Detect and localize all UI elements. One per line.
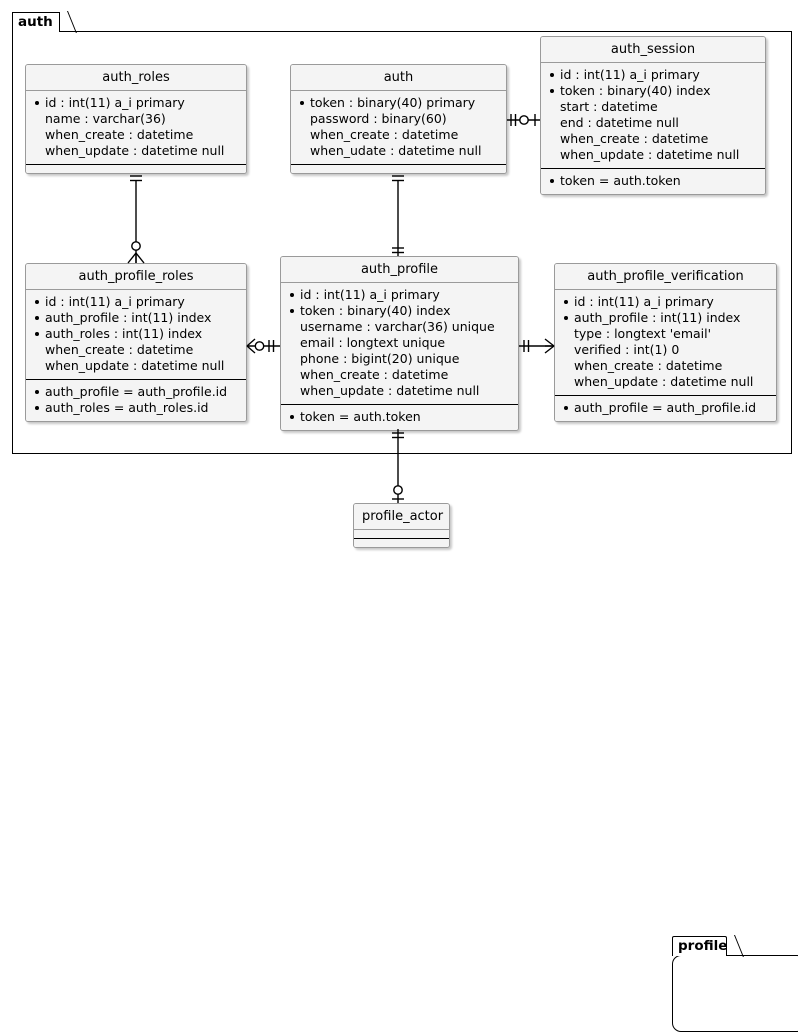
entity-auth-profile-title: auth_profile bbox=[281, 257, 518, 283]
entity-auth-profile-verification-title: auth_profile_verification bbox=[555, 264, 776, 290]
attribute-row: start : datetime bbox=[560, 99, 658, 114]
attribute-row: email : longtext unique bbox=[300, 335, 446, 350]
attribute-row: token : binary(40) index bbox=[548, 83, 758, 99]
entity-auth-attributes: token : binary(40) primary password : bi… bbox=[291, 91, 506, 165]
attribute-row: username : varchar(36) unique bbox=[300, 319, 495, 334]
entity-auth-constraints bbox=[291, 165, 506, 173]
entity-auth[interactable]: auth token : binary(40) primary password… bbox=[290, 64, 507, 174]
attribute-row: when_create : datetime bbox=[574, 358, 723, 373]
attribute-row: when_create : datetime bbox=[310, 127, 459, 142]
entity-auth-session-constraints: token = auth.token bbox=[541, 169, 765, 194]
entity-profile-actor[interactable]: profile_actor bbox=[353, 503, 450, 548]
attribute-row: auth_roles : int(11) index bbox=[33, 326, 239, 342]
entity-auth-roles-constraints bbox=[26, 165, 246, 173]
constraint-row: auth_roles = auth_roles.id bbox=[33, 400, 239, 416]
attribute-row: when_update : datetime null bbox=[300, 383, 480, 398]
attribute-row: id : int(11) a_i primary bbox=[33, 95, 239, 111]
package-auth-tab-label: auth bbox=[12, 12, 60, 32]
attribute-row: when_create : datetime bbox=[45, 127, 194, 142]
entity-auth-profile-roles-attributes: id : int(11) a_i primary auth_profile : … bbox=[26, 290, 246, 380]
attribute-row: name : varchar(36) bbox=[45, 111, 166, 126]
package-profile-tab-label: profile bbox=[672, 936, 727, 956]
entity-profile-actor-attributes bbox=[354, 530, 449, 539]
entity-profile-actor-constraints bbox=[354, 539, 449, 547]
attribute-row: when_update : datetime null bbox=[574, 374, 754, 389]
package-profile-body bbox=[672, 955, 798, 1032]
entity-auth-profile-constraints: token = auth.token bbox=[281, 405, 518, 430]
attribute-row: type : longtext 'email' bbox=[574, 326, 712, 341]
entity-auth-profile-roles[interactable]: auth_profile_roles id : int(11) a_i prim… bbox=[25, 263, 247, 422]
entity-auth-profile-verification-constraints: auth_profile = auth_profile.id bbox=[555, 396, 776, 421]
attribute-row: token : binary(40) primary bbox=[298, 95, 499, 111]
entity-auth-profile[interactable]: auth_profile id : int(11) a_i primary to… bbox=[280, 256, 519, 431]
entity-auth-roles[interactable]: auth_roles id : int(11) a_i primary name… bbox=[25, 64, 247, 174]
attribute-row: phone : bigint(20) unique bbox=[300, 351, 460, 366]
entity-profile-actor-title: profile_actor bbox=[354, 504, 449, 530]
attribute-row: when_update : datetime null bbox=[560, 147, 740, 162]
entity-auth-profile-attributes: id : int(11) a_i primary token : binary(… bbox=[281, 283, 518, 405]
entity-auth-profile-roles-title: auth_profile_roles bbox=[26, 264, 246, 290]
entity-auth-title: auth bbox=[291, 65, 506, 91]
entity-auth-session[interactable]: auth_session id : int(11) a_i primary to… bbox=[540, 36, 766, 195]
entity-auth-session-title: auth_session bbox=[541, 37, 765, 63]
attribute-row: verified : int(1) 0 bbox=[574, 342, 680, 357]
constraint-row: token = auth.token bbox=[288, 409, 511, 425]
attribute-row: auth_profile : int(11) index bbox=[33, 310, 239, 326]
diagram-canvas: auth profile auth_roles id : int(11) a_i… bbox=[0, 0, 798, 569]
attribute-row: when_create : datetime bbox=[560, 131, 709, 146]
attribute-row: password : binary(60) bbox=[310, 111, 447, 126]
attribute-row: id : int(11) a_i primary bbox=[288, 287, 511, 303]
attribute-row: when_create : datetime bbox=[300, 367, 449, 382]
attribute-row: when_update : datetime null bbox=[45, 143, 225, 158]
attribute-row: when_create : datetime bbox=[45, 342, 194, 357]
attribute-row: auth_profile : int(11) index bbox=[562, 310, 769, 326]
attribute-row: when_udate : datetime null bbox=[310, 143, 482, 158]
entity-auth-profile-verification[interactable]: auth_profile_verification id : int(11) a… bbox=[554, 263, 777, 422]
attribute-row: token : binary(40) index bbox=[288, 303, 511, 319]
constraint-row: auth_profile = auth_profile.id bbox=[33, 384, 239, 400]
entity-auth-profile-roles-constraints: auth_profile = auth_profile.id auth_role… bbox=[26, 380, 246, 421]
attribute-row: id : int(11) a_i primary bbox=[548, 67, 758, 83]
entity-auth-roles-title: auth_roles bbox=[26, 65, 246, 91]
attribute-row: when_update : datetime null bbox=[45, 358, 225, 373]
attribute-row: end : datetime null bbox=[560, 115, 679, 130]
attribute-row: id : int(11) a_i primary bbox=[562, 294, 769, 310]
constraint-row: token = auth.token bbox=[548, 173, 758, 189]
entity-auth-session-attributes: id : int(11) a_i primary token : binary(… bbox=[541, 63, 765, 169]
entity-auth-profile-verification-attributes: id : int(11) a_i primary auth_profile : … bbox=[555, 290, 776, 396]
entity-auth-roles-attributes: id : int(11) a_i primary name : varchar(… bbox=[26, 91, 246, 165]
attribute-row: id : int(11) a_i primary bbox=[33, 294, 239, 310]
constraint-row: auth_profile = auth_profile.id bbox=[562, 400, 769, 416]
